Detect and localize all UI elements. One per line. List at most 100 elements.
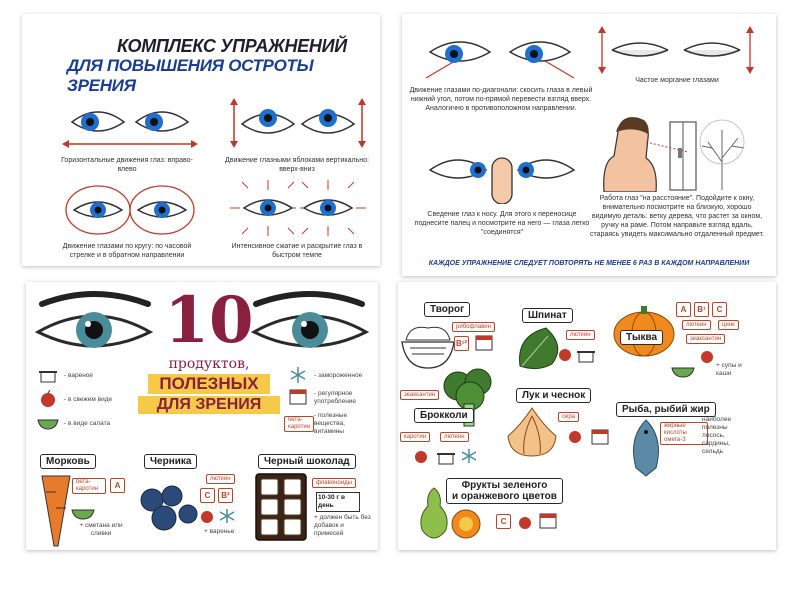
blueberry-apple-icon bbox=[201, 511, 213, 523]
exercises-title-line2: ДЛЯ ПОВЫШЕНИЯ ОСТРОТЫ ЗРЕНИЯ bbox=[67, 56, 314, 95]
carrot-tag: бета-каротин bbox=[72, 478, 106, 494]
fruits-apple-icon bbox=[519, 517, 531, 529]
spinach-tag: лютеин bbox=[566, 330, 595, 340]
blueberries-icon bbox=[140, 485, 198, 531]
exercise-caption-blinking: Частое моргание глазами bbox=[635, 77, 719, 84]
diagonal-eyes-icon bbox=[425, 41, 575, 79]
exercise-caption-nose: Сведение глаз к носу. Для этого к перено… bbox=[414, 211, 590, 236]
broccoli-tag-carotene: каротин bbox=[400, 432, 431, 442]
boiled-pot-icon bbox=[39, 371, 57, 383]
products-title-line3: ДЛЯ ЗРЕНИЯ bbox=[138, 396, 280, 414]
broccoli-apple-icon bbox=[415, 451, 427, 463]
pumpkin-extra: + супы и каши bbox=[716, 362, 742, 377]
onion-calendar-icon bbox=[591, 429, 609, 445]
pumpkin-apple-icon bbox=[701, 351, 713, 363]
pumpkin-tag-lutein: лютеин bbox=[682, 320, 711, 330]
spinach-pot-icon bbox=[577, 351, 595, 363]
chocolate-extra: + должен быть без добавок и примесей bbox=[314, 514, 371, 537]
fruits-title: Фрукты зеленого и оранжевого цветов bbox=[446, 478, 563, 504]
distance-focus-icon bbox=[603, 117, 745, 192]
orange-half-icon bbox=[451, 509, 481, 539]
exercise-caption-distance: Работа глаз "на расстояние". Подойдите к… bbox=[590, 195, 764, 238]
legend-frozen: - замороженное bbox=[314, 372, 363, 379]
products-title-line2: ПОЛЕЗНЫХ bbox=[148, 374, 270, 394]
spinach-leaf-icon bbox=[519, 327, 559, 370]
horizontal-eyes-icon bbox=[62, 111, 198, 148]
pumpkin-title: Тыква bbox=[620, 330, 664, 345]
blueberry-vitamin-c: C bbox=[200, 488, 215, 503]
blueberry-tag: лютеин bbox=[206, 474, 235, 484]
products-title-line1: продуктов, bbox=[168, 356, 250, 372]
blueberry-vitamin-b2: B² bbox=[218, 488, 233, 503]
pumpkin-bowl-icon bbox=[671, 367, 695, 378]
big-number-ten: 10 bbox=[164, 283, 254, 358]
fruits-calendar-icon bbox=[539, 513, 557, 529]
onion-garlic-title: Лук и чеснок bbox=[516, 388, 592, 403]
chocolate-amount: 10-30 г в день bbox=[316, 492, 360, 512]
exercise-caption-circular: Движение глазами по кругу: по часовой ст… bbox=[62, 243, 192, 259]
onion-tag: сера bbox=[558, 412, 580, 422]
pumpkin-tag-zeaxanthin: зеаксантин bbox=[686, 334, 726, 344]
pumpkin-vitamin-c: C bbox=[712, 302, 727, 317]
pumpkin-tag-zinc: цинк bbox=[718, 320, 739, 330]
exercise-caption-horizontal: Горизонтальные движения глаз: вправо-вле… bbox=[61, 157, 193, 173]
fish-extra: наиболее полезны лосось, сардины, сельдь bbox=[702, 416, 732, 455]
carrot-title: Морковь bbox=[40, 454, 96, 469]
exercises-repeat-note: КАЖДОЕ УПРАЖНЕНИЕ СЛЕДУЕТ ПОВТОРЯТЬ НЕ М… bbox=[428, 260, 750, 267]
right-big-eye-icon bbox=[250, 291, 370, 348]
squeeze-eyes-icon bbox=[230, 180, 366, 236]
broccoli-frozen-icon bbox=[461, 449, 477, 463]
chocolate-title: Черный шоколад bbox=[258, 454, 356, 469]
legend-fresh: - в свежем виде bbox=[64, 396, 113, 403]
pumpkin-vitamin-a: A bbox=[676, 302, 691, 317]
legend-regular: - регулярное употребление bbox=[314, 390, 357, 405]
blinking-eyes-icon bbox=[598, 26, 754, 74]
tvorog-calendar-icon bbox=[475, 335, 493, 351]
tvorog-tag: рибофлавин bbox=[452, 322, 495, 332]
carrot-extra: + сметана или сливки bbox=[79, 522, 123, 537]
chocolate-bar-icon bbox=[255, 473, 307, 541]
fruits-vitamin: C bbox=[496, 514, 511, 529]
fish-title: Рыба, рыбий жир bbox=[616, 402, 716, 417]
exercise-caption-squeeze: Интенсивное сжатие и раскрытие глаз в бы… bbox=[231, 243, 363, 259]
spinach-apple-icon bbox=[559, 349, 571, 361]
circular-eyes-icon bbox=[65, 185, 195, 235]
calendar-icon bbox=[289, 389, 307, 405]
legend-useful: - полезные вещества, витамины bbox=[314, 412, 348, 435]
exercise-caption-vertical: Движение глазными яблоками вертикально: … bbox=[225, 157, 369, 173]
chocolate-tag: флавоноиды bbox=[312, 478, 356, 488]
salad-bowl-icon bbox=[37, 419, 59, 430]
legend-useful-tag: бета-каротин bbox=[284, 416, 314, 432]
tvorog-bowl-icon bbox=[401, 326, 455, 369]
tvorog-title: Творог bbox=[424, 302, 471, 317]
spinach-title: Шпинат bbox=[522, 308, 573, 323]
blueberry-frozen-icon bbox=[219, 509, 235, 523]
fruits-title-line1: Фрукты зеленого bbox=[461, 480, 548, 491]
exercises-title-line1: КОМПЛЕКС УПРАЖНЕНИЙ bbox=[117, 36, 347, 56]
frozen-snowflake-icon bbox=[290, 367, 306, 383]
broccoli-title: Брокколи bbox=[414, 408, 474, 423]
pumpkin-vitamin-b1: B¹ bbox=[694, 302, 709, 317]
broccoli-tag-zeaxanthin: зеаксантин bbox=[400, 390, 440, 400]
exercises-continued-panel: Движение глазами по-диагонали: скосить г… bbox=[402, 14, 776, 276]
legend-boiled: - вареное bbox=[64, 372, 94, 379]
exercises-panel: КОМПЛЕКС УПРАЖНЕНИЙ ДЛЯ ПОВЫШЕНИЯ ОСТРОТ… bbox=[22, 14, 380, 266]
legend-salad: - в виде салата bbox=[64, 420, 111, 427]
onion-icon bbox=[507, 407, 557, 457]
onion-apple-icon bbox=[569, 431, 581, 443]
fresh-apple-icon bbox=[41, 390, 55, 407]
carrot-salad-icon bbox=[71, 509, 95, 520]
broccoli-pot-icon bbox=[437, 453, 455, 465]
carrot-vitamin: A bbox=[110, 478, 125, 493]
products-left-panel: 10 продуктов, ПОЛЕЗНЫХ ДЛЯ ЗРЕНИЯ - варе… bbox=[26, 282, 378, 550]
tvorog-vitamin: B¹² bbox=[454, 336, 469, 351]
products-right-panel: Творог рибофлавин B¹² Шпинат лютеин A B¹… bbox=[398, 282, 776, 550]
pear-icon bbox=[420, 487, 448, 539]
exercise-caption-diagonal: Движение глазами по-диагонали: скосить г… bbox=[409, 87, 593, 112]
left-big-eye-icon bbox=[34, 291, 154, 348]
broccoli-tag-lutein: лютеин bbox=[440, 432, 469, 442]
blueberry-title: Черника bbox=[144, 454, 198, 469]
fish-icon bbox=[633, 419, 659, 477]
blueberry-extra: + варенье bbox=[204, 528, 235, 535]
nose-convergence-icon bbox=[428, 157, 576, 204]
